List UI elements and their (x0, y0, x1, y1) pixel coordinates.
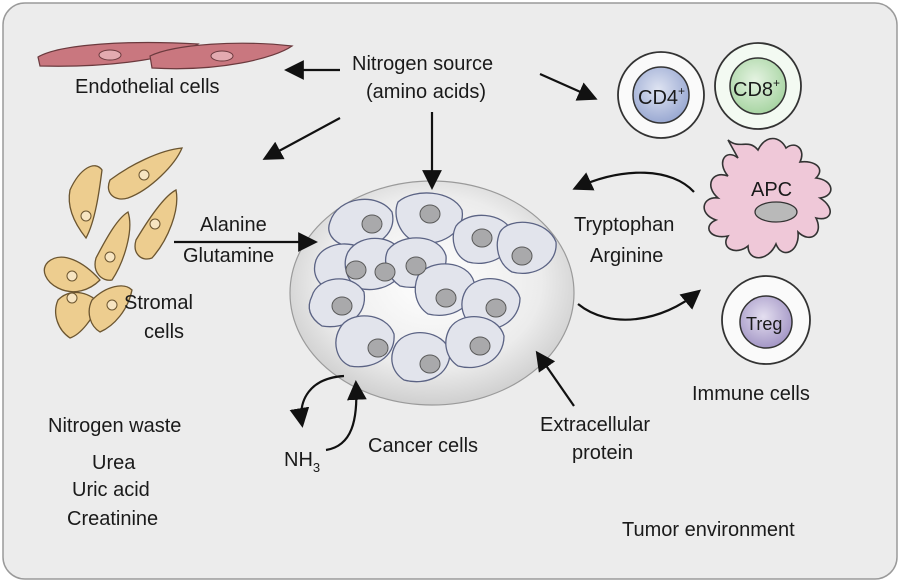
arrow-tumor-to-immune (577, 289, 702, 321)
endothelial-cells-label: Endothelial cells (75, 76, 220, 98)
nitrogen-waste-label: Nitrogen waste (48, 415, 181, 437)
amino-acids-label: (amino acids) (366, 81, 486, 103)
arrow-to-cd-cells (539, 72, 598, 101)
uric-acid-label: Uric acid (72, 479, 150, 501)
cd4-cell (617, 51, 705, 139)
arrow-to-stromal (262, 117, 341, 160)
arrow-apc-to-tumor (572, 171, 695, 193)
creatinine-label: Creatinine (67, 508, 158, 530)
stromal-cells-label: cells (144, 321, 184, 343)
apc-cell (703, 137, 832, 259)
tumor-environment-label: Tumor environment (622, 519, 795, 541)
endothelial-cells-illustration (37, 41, 294, 70)
alanine-label: Alanine (200, 214, 267, 236)
arrow-nh3-return (325, 380, 367, 452)
extracellular-label: Extracellular (540, 414, 650, 436)
arrow-extracellular-to-tumor (535, 350, 575, 407)
nh3-label: NH3 (284, 449, 320, 475)
cd8-label: CD8+ (733, 76, 780, 101)
cancer-cell-nuclei (331, 204, 533, 374)
arginine-label: Arginine (590, 245, 663, 267)
protein-label: protein (572, 442, 633, 464)
arrow-to-nh3 (289, 374, 345, 428)
stromal-label: Stromal (124, 292, 193, 314)
treg-cell (721, 275, 811, 365)
apc-label: APC (751, 179, 792, 201)
arrows (174, 60, 702, 452)
cd8-cell (714, 42, 802, 130)
immune-cells-label: Immune cells (692, 383, 810, 405)
urea-label: Urea (92, 452, 136, 474)
treg-label: Treg (746, 314, 782, 334)
stromal-nuclei (66, 169, 161, 311)
glutamine-label: Glutamine (183, 245, 274, 267)
tryptophan-label: Tryptophan (574, 214, 674, 236)
nitrogen-source-label: Nitrogen source (352, 53, 493, 75)
cancer-cells-label: Cancer cells (368, 435, 478, 457)
cd4-label: CD4+ (638, 84, 685, 109)
